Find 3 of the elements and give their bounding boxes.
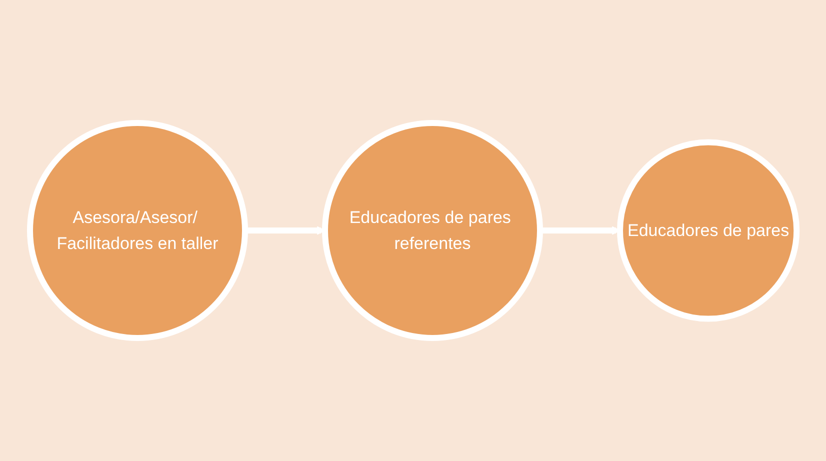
node-circle: Educadores de pares referentes — [322, 120, 543, 341]
node-circle: Asesora/Asesor/ Facilitadores en taller — [26, 120, 248, 341]
node-circle: Educadores de pares — [616, 139, 800, 322]
